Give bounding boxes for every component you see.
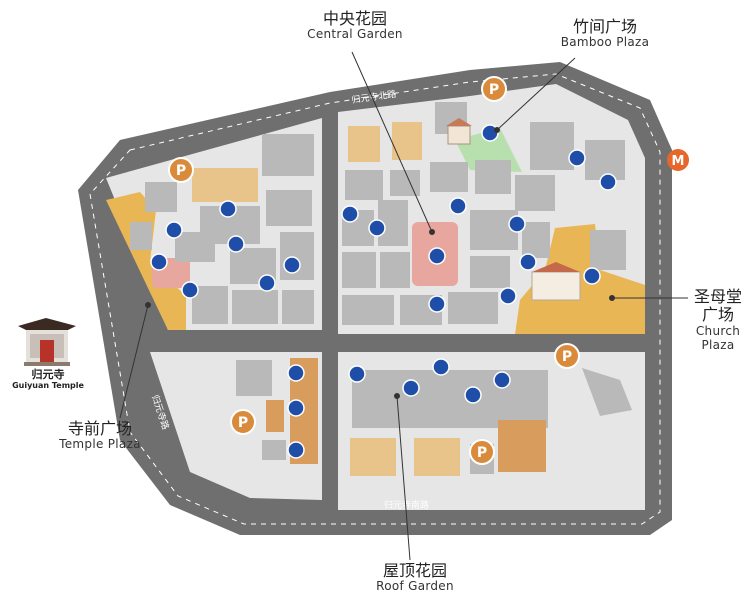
escalator-icon <box>348 365 366 383</box>
church-building <box>531 262 581 301</box>
guiyuan-temple-label: 归元寺 Guiyuan Temple <box>6 368 90 391</box>
elevator-icon <box>165 221 183 239</box>
svg-text:P: P <box>489 82 499 98</box>
bamboo-pavilion <box>446 118 472 145</box>
escalator-icon <box>508 215 526 233</box>
roof-garden-cn: 屋顶花园 <box>382 561 447 580</box>
parking-icon[interactable]: P <box>168 157 194 183</box>
temple-plaza-cn: 寺前广场 <box>67 419 132 438</box>
svg-text:P: P <box>562 349 572 365</box>
buildings-south <box>350 368 632 476</box>
guiyuan-temple-en: Guiyuan Temple <box>12 381 84 391</box>
escalator-icon <box>227 235 245 253</box>
guiyuan-temple-cn: 归元寺 <box>31 368 65 381</box>
metro-icon[interactable]: M <box>667 149 689 171</box>
elevator-icon <box>519 253 537 271</box>
parking-icon[interactable]: P <box>469 439 495 465</box>
central-garden-en: Central Garden <box>307 27 403 42</box>
escalator-icon <box>341 205 359 223</box>
church-plaza-cn1: 圣母堂 <box>693 287 742 306</box>
parking-icon[interactable]: P <box>554 343 580 369</box>
escalator-icon <box>583 267 601 285</box>
church-plaza-en1: Church <box>695 323 741 338</box>
church-plaza-en2: Plaza <box>701 337 735 352</box>
elevator-icon <box>432 358 450 376</box>
temple-plaza-en: Temple Plaza <box>59 437 141 452</box>
svg-text:P: P <box>238 415 248 431</box>
parking-icon[interactable]: P <box>230 409 256 435</box>
roof-garden-label: 屋顶花园 Roof Garden <box>360 561 470 594</box>
church-plaza-label: 圣母堂 广场 Church Plaza <box>686 287 750 352</box>
south-road-label: 归元寺南路 <box>384 499 429 511</box>
svg-text:P: P <box>176 163 186 179</box>
escalator-icon <box>219 200 237 218</box>
parking-icon[interactable]: P <box>481 76 507 102</box>
svg-text:M: M <box>672 154 685 169</box>
escalator-icon <box>402 379 420 397</box>
elevator-icon <box>464 386 482 404</box>
bamboo-plaza-cn: 竹间广场 <box>572 17 637 36</box>
temple-icon <box>18 318 76 366</box>
bamboo-plaza-label: 竹间广场 Bamboo Plaza <box>545 17 665 50</box>
escalator-icon <box>493 371 511 389</box>
east-road-label: 鹦鹉大道 <box>681 182 693 218</box>
escalator-icon <box>287 399 305 417</box>
leader-lines <box>119 51 688 561</box>
elevator-icon <box>287 364 305 382</box>
elevator-icon <box>599 173 617 191</box>
escalator-icon <box>428 295 446 313</box>
escalator-icon <box>181 281 199 299</box>
escalator-icon <box>481 124 499 142</box>
escalator-icon <box>568 149 586 167</box>
escalator-icon <box>449 197 467 215</box>
escalator-icon <box>258 274 276 292</box>
temple-plaza-label: 寺前广场 Temple Plaza <box>44 419 156 452</box>
central-garden-label: 中央花园 Central Garden <box>300 9 410 42</box>
elevator-icon <box>283 256 301 274</box>
escalator-icon <box>499 287 517 305</box>
road-lane <box>89 73 661 525</box>
bamboo-plaza-en: Bamboo Plaza <box>560 35 650 50</box>
elevator-icon <box>368 219 386 237</box>
elevator-icon <box>287 441 305 459</box>
escalator-icon <box>150 253 168 271</box>
central-garden-cn: 中央花园 <box>322 9 387 28</box>
temple-plaza-area <box>106 192 186 330</box>
escalator-icon <box>428 247 446 265</box>
svg-text:P: P <box>477 445 487 461</box>
church-plaza-cn2: 广场 <box>701 305 734 325</box>
roof-garden-en: Roof Garden <box>376 579 454 594</box>
